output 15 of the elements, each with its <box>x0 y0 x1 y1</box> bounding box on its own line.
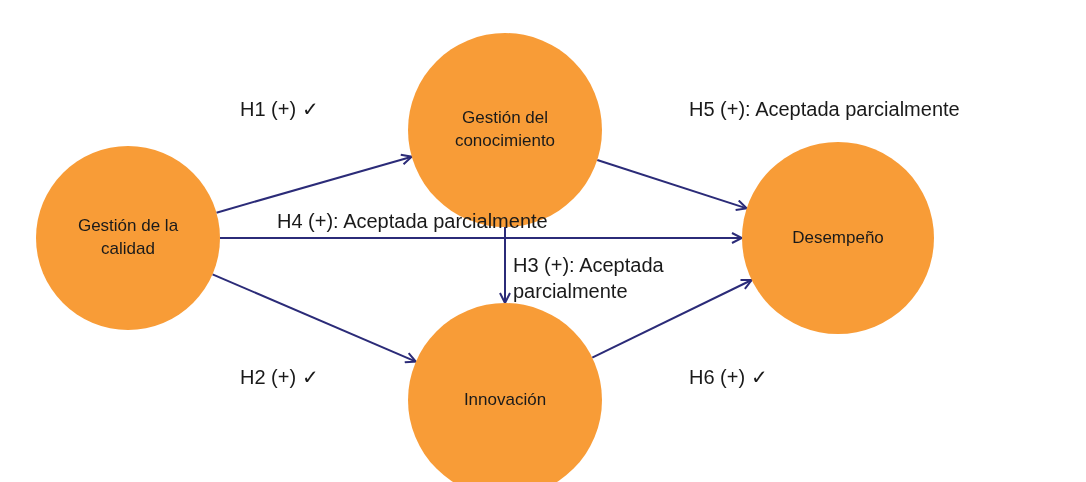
arrow <box>211 273 417 364</box>
edge-label: H6 (+) ✓ <box>689 365 769 390</box>
edge-label: H1 (+) ✓ <box>240 97 320 122</box>
arrow <box>219 232 743 244</box>
edge-label: H3 (+): Aceptada parcialmente <box>513 253 665 304</box>
node-label: Desempeño <box>792 226 884 249</box>
arrow <box>215 153 413 214</box>
arrow <box>596 158 748 212</box>
arrow <box>499 226 511 304</box>
node-label: Innovación <box>463 388 547 411</box>
node-label: Gestión del conocimiento <box>453 107 557 152</box>
edge-label: H2 (+) ✓ <box>240 365 320 390</box>
arrow <box>591 278 753 359</box>
edge-label: H5 (+): Aceptada parcialmente <box>689 97 961 122</box>
node-label: Gestión de la calidad <box>76 215 180 260</box>
